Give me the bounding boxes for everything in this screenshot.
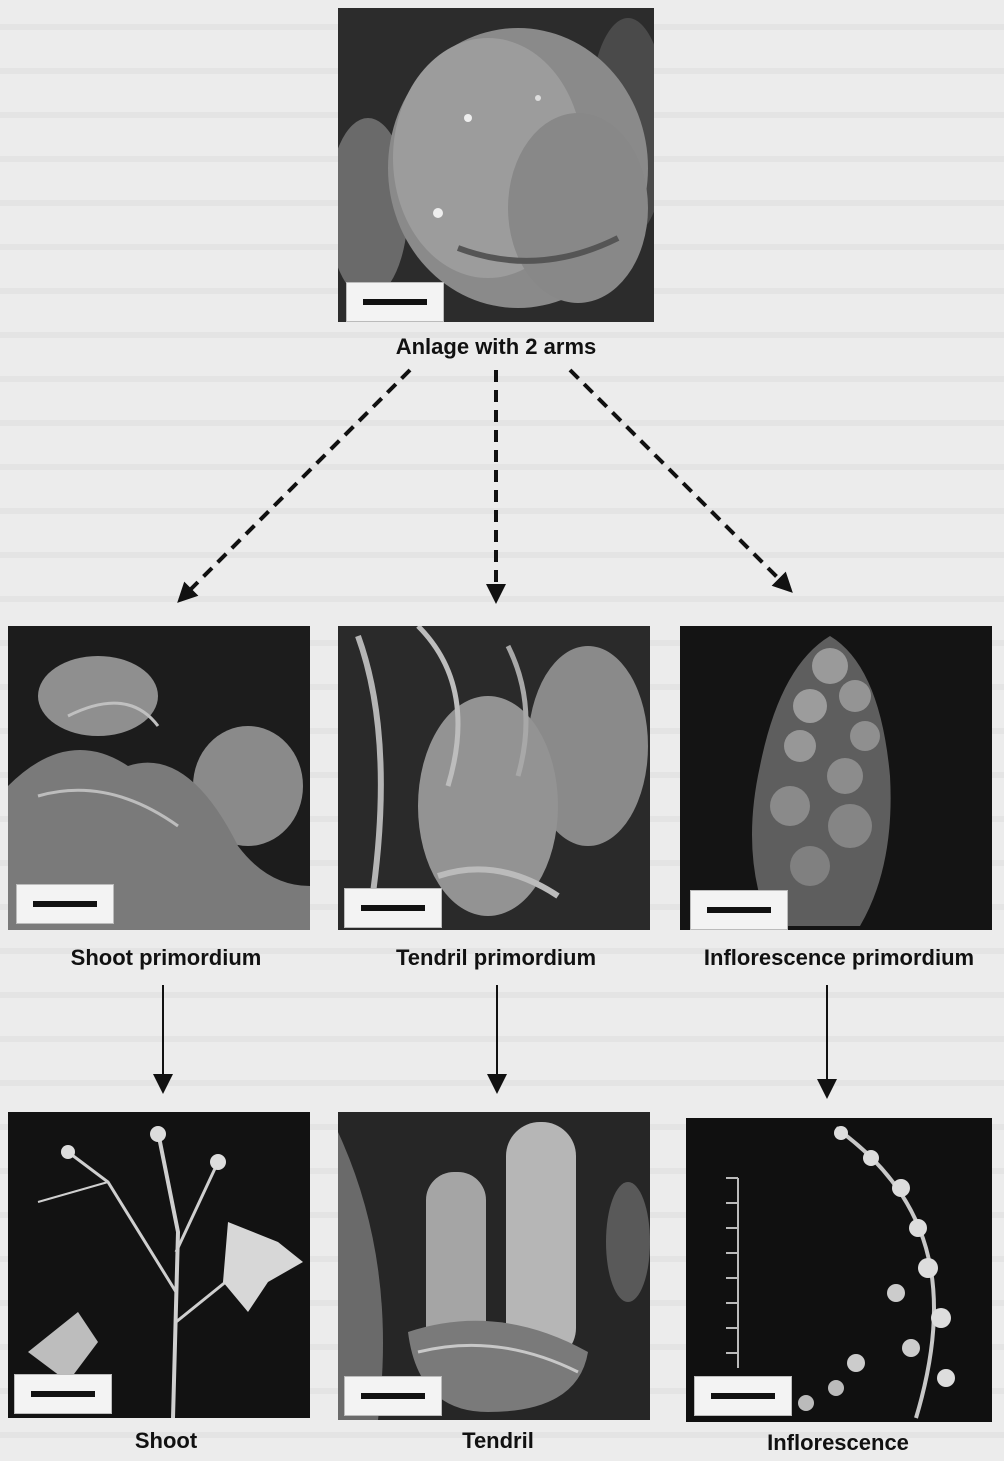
scale-bar <box>690 890 788 930</box>
inflorescence-primordium-image <box>680 626 992 930</box>
scale-bar <box>14 1374 112 1414</box>
label-inflorescence-primordium: Inflorescence primordium <box>676 945 1002 971</box>
anlage-micrograph <box>338 8 654 322</box>
tendril-primordium-image <box>338 626 650 930</box>
scale-bar <box>694 1376 792 1416</box>
tendril-image <box>338 1112 650 1420</box>
tendril-primordium-micrograph <box>338 626 650 930</box>
scale-bar <box>346 282 444 322</box>
shoot-photo-image <box>8 1112 310 1418</box>
scale-bar <box>344 1376 442 1416</box>
anlage-micrograph-image <box>338 8 654 322</box>
scale-bar <box>344 888 442 928</box>
scale-bar <box>16 884 114 924</box>
label-shoot-primordium: Shoot primordium <box>8 945 324 971</box>
label-inflorescence: Inflorescence <box>680 1430 996 1456</box>
label-shoot: Shoot <box>8 1428 324 1454</box>
inflorescence-primordium-micrograph <box>680 626 992 930</box>
label-tendril-primordium: Tendril primordium <box>338 945 654 971</box>
label-anlage: Anlage with 2 arms <box>338 334 654 360</box>
shoot-primordium-micrograph <box>8 626 310 930</box>
inflorescence-photo <box>686 1118 992 1422</box>
shoot-photo <box>8 1112 310 1418</box>
tendril-micrograph <box>338 1112 650 1420</box>
label-tendril: Tendril <box>338 1428 658 1454</box>
